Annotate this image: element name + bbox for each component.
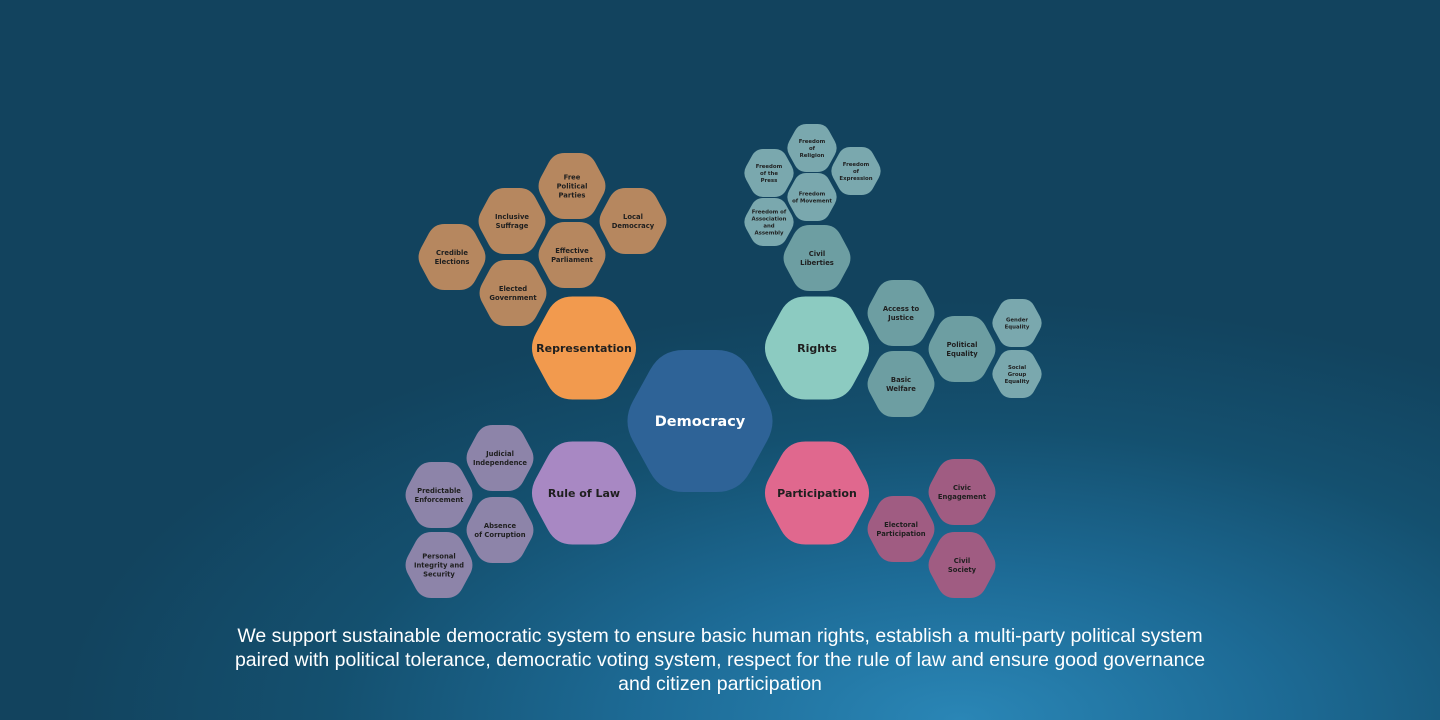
rule-of-law-hex: Rule of Law xyxy=(531,441,637,545)
participation-hex: Participation xyxy=(764,441,870,545)
participation-hex-label: Participation xyxy=(777,487,857,500)
freedom-of-religion-hex-shape xyxy=(787,124,837,172)
absence-of-corruption-hex-shape xyxy=(466,497,534,563)
elected-government-hex-shape xyxy=(479,260,547,326)
rights-hex-label: Rights xyxy=(797,342,837,355)
civil-liberties-hex-shape xyxy=(783,225,851,291)
predictable-enforcement-hex-shape xyxy=(405,462,473,528)
political-equality-hex-shape xyxy=(928,316,996,382)
judicial-independence-hex-shape xyxy=(466,425,534,491)
rule-of-law-hex-shape xyxy=(531,441,637,545)
effective-parliament-hex-shape xyxy=(538,222,606,288)
freedom-of-expression-hex-shape xyxy=(831,147,881,195)
civic-engagement-hex-shape xyxy=(928,459,996,525)
social-group-equality-hex-shape xyxy=(992,350,1042,398)
participation-hex-shape xyxy=(764,441,870,545)
rule-of-law-hex-label: Rule of Law xyxy=(548,487,620,500)
free-political-parties-hex-shape xyxy=(538,153,606,219)
rights-hex: Rights xyxy=(764,296,870,400)
gender-equality-hex-shape xyxy=(992,299,1042,347)
democracy-hex-label: Democracy xyxy=(655,414,746,430)
freedom-of-movement-hex-shape xyxy=(787,173,837,221)
electoral-participation-hex-shape xyxy=(867,496,935,562)
democracy-hex-shape xyxy=(627,350,773,492)
basic-welfare-hex-shape xyxy=(867,351,935,417)
mission-caption: We support sustainable democratic system… xyxy=(234,625,1206,695)
freedom-of-association-hex-shape xyxy=(744,198,794,246)
democracy-hex: Democracy xyxy=(627,350,773,492)
inclusive-suffrage-hex-shape xyxy=(478,188,546,254)
rights-hex-shape xyxy=(764,296,870,400)
freedom-of-the-press-hex-shape xyxy=(744,149,794,197)
personal-integrity-security-hex-shape xyxy=(405,532,473,598)
civil-society-hex-shape xyxy=(928,532,996,598)
local-democracy-hex-shape xyxy=(599,188,667,254)
access-to-justice-hex-shape xyxy=(867,280,935,346)
representation-hex-label: Representation xyxy=(536,342,632,355)
representation-hex-shape xyxy=(531,296,637,400)
credible-elections-hex-shape xyxy=(418,224,486,290)
representation-hex: Representation xyxy=(531,296,637,400)
